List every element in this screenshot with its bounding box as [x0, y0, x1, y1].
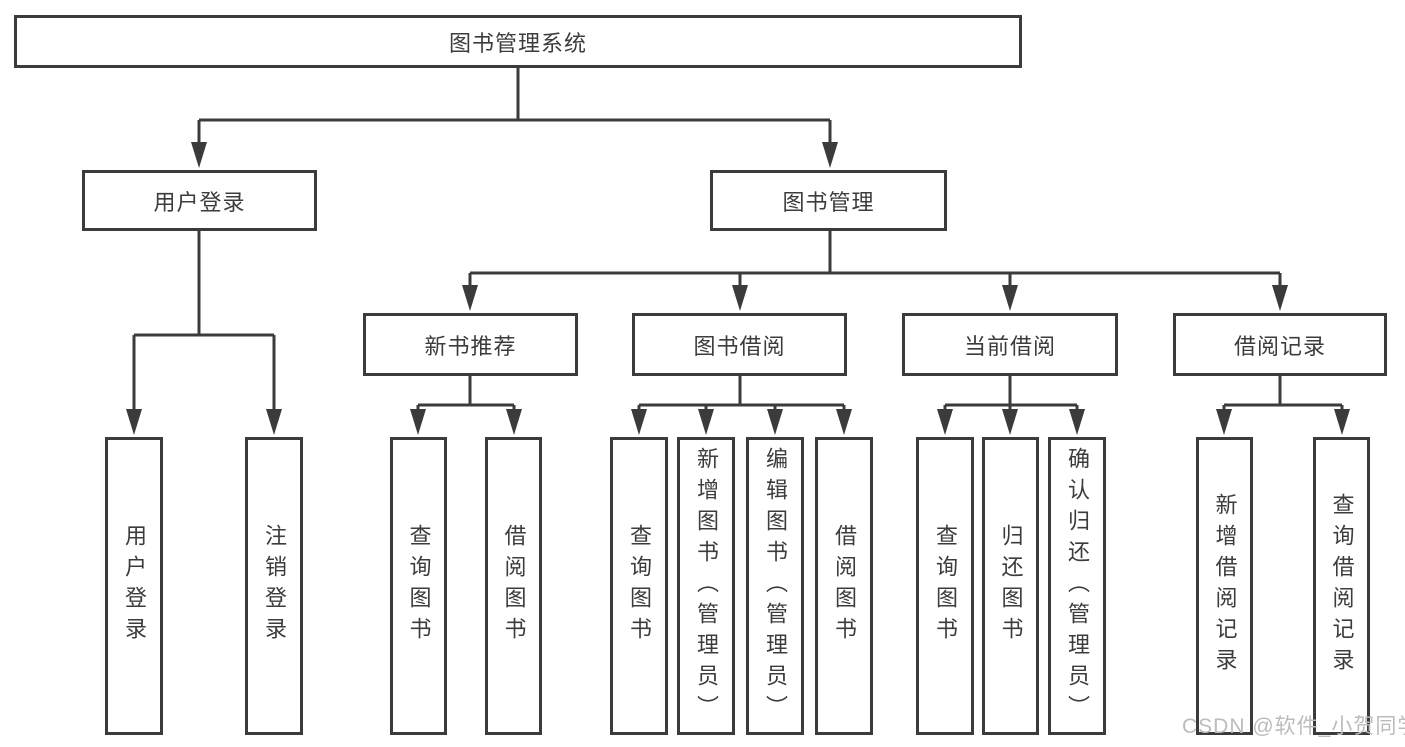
node-label: 当前借阅	[963, 333, 1056, 359]
leaf-label: 归还图书	[998, 524, 1024, 648]
leaf-records-query-borrow-record: 查询借阅记录	[1313, 437, 1370, 735]
leaf-user-login: 用户登录	[105, 437, 163, 735]
leaf-borrow-edit-books-admin: 编辑图书（管理员）	[746, 437, 804, 735]
leaf-label: 查询图书	[627, 524, 652, 648]
leaf-logout: 注销登录	[245, 437, 303, 735]
node-label: 用户登录	[153, 189, 246, 215]
leaf-label: 新增借阅记录	[1212, 493, 1238, 679]
leaf-label: 借阅图书	[501, 524, 527, 648]
leaf-label: 新增图书（管理员）	[694, 446, 719, 726]
leaf-newrec-borrow-books: 借阅图书	[485, 437, 542, 735]
leaf-borrow-borrow-books: 借阅图书	[815, 437, 873, 735]
leaf-label: 查询借阅记录	[1329, 493, 1355, 679]
leaf-records-add-borrow-record: 新增借阅记录	[1196, 437, 1253, 735]
leaf-current-query-books: 查询图书	[916, 437, 974, 735]
leaf-label: 注销登录	[262, 524, 287, 648]
leaf-borrow-add-books-admin: 新增图书（管理员）	[677, 437, 735, 735]
leaf-label: 查询图书	[406, 524, 432, 648]
leaf-label: 用户登录	[122, 524, 147, 648]
node-library-management-system: 图书管理系统	[14, 15, 1022, 68]
arrowheads	[126, 142, 1350, 435]
leaf-label: 编辑图书（管理员）	[763, 446, 788, 726]
node-book-management: 图书管理	[710, 170, 947, 231]
node-label: 图书管理系统	[448, 30, 587, 56]
leaf-label: 借阅图书	[832, 524, 857, 648]
leaf-label: 确认归还（管理员）	[1065, 446, 1090, 726]
node-book-borrowing: 图书借阅	[632, 313, 847, 376]
node-label: 借阅记录	[1233, 333, 1326, 359]
leaf-newrec-query-books: 查询图书	[390, 437, 447, 735]
node-label: 新书推荐	[424, 333, 517, 359]
node-borrowing-records: 借阅记录	[1173, 313, 1387, 376]
leaf-current-return-books: 归还图书	[982, 437, 1039, 735]
node-user-login: 用户登录	[82, 170, 317, 231]
node-current-borrowing: 当前借阅	[902, 313, 1118, 376]
node-label: 图书管理	[782, 189, 875, 215]
csdn-watermark: CSDN @软件_小贺同学	[1182, 715, 1405, 738]
leaf-label: 查询图书	[933, 524, 958, 648]
node-label: 图书借阅	[693, 333, 786, 359]
node-new-book-recommend: 新书推荐	[363, 313, 578, 376]
leaf-current-confirm-return-admin: 确认归还（管理员）	[1048, 437, 1106, 735]
leaf-borrow-query-books: 查询图书	[610, 437, 668, 735]
